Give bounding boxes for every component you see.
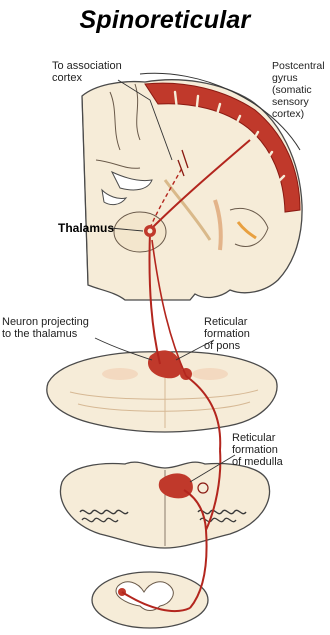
neuron-projecting-label: Neuron projecting to the thalamus — [2, 316, 89, 340]
spinal-cord-section — [92, 572, 208, 628]
thalamus-label: Thalamus — [58, 222, 114, 234]
somatosensory-cortex-label: Postcentral gyrus (somatic sensory corte… — [272, 60, 325, 120]
reticular-pons-label: Reticular formation of pons — [204, 316, 250, 352]
medulla-section — [60, 462, 269, 548]
reticular-medulla-label: Reticular formation of medulla — [232, 432, 283, 468]
pons-section — [47, 350, 277, 432]
association-cortex-label: To association cortex — [52, 60, 122, 84]
